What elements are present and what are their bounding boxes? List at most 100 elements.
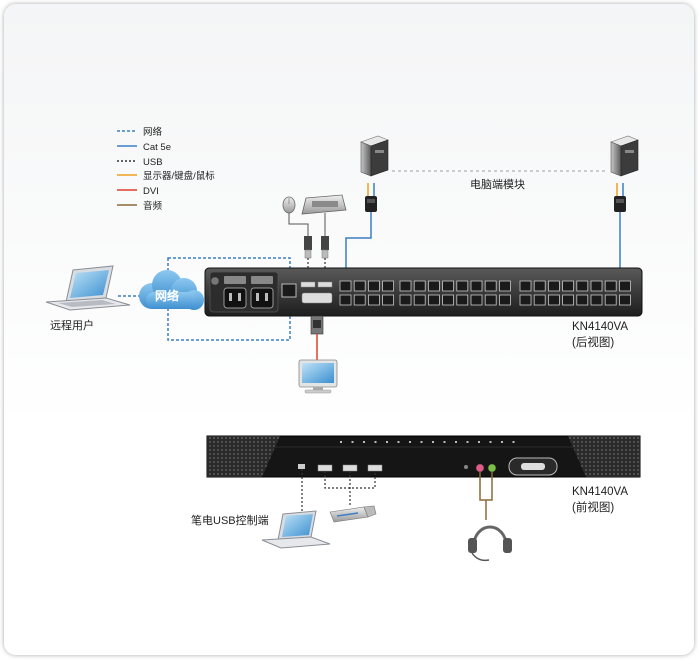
front-display-panel-icon bbox=[508, 457, 558, 476]
legend-item-dvi: DVI bbox=[117, 186, 159, 197]
dvi-connector-icon bbox=[310, 315, 324, 335]
usb-link-front-ports bbox=[324, 471, 376, 506]
network-link-box bbox=[167, 257, 291, 341]
pc-tower-left-icon bbox=[360, 135, 389, 177]
front-led bbox=[501, 441, 503, 443]
rj45-port bbox=[498, 294, 511, 306]
rj45-port bbox=[562, 294, 574, 306]
lan-port-icon bbox=[281, 283, 297, 298]
network-cloud-icon bbox=[139, 270, 204, 310]
rj45-port bbox=[339, 280, 352, 292]
usb-plug-keyboard-icon bbox=[321, 236, 329, 259]
legend-label-usb: USB bbox=[143, 157, 163, 168]
rj45-port bbox=[367, 294, 380, 306]
rj45-port bbox=[519, 280, 532, 292]
front-led bbox=[455, 441, 457, 443]
rj45-port bbox=[399, 280, 412, 292]
network-cloud-label: 网络 bbox=[155, 288, 179, 303]
rj45-port bbox=[470, 294, 483, 306]
dvi-port-icon bbox=[301, 292, 333, 304]
laptop-usb-console-icon bbox=[261, 510, 331, 549]
front-usb-mini-port-icon bbox=[298, 464, 305, 469]
front-led bbox=[363, 441, 365, 443]
rj45-port bbox=[484, 280, 497, 292]
front-led bbox=[351, 441, 354, 443]
remote-user-label: 远程用户 bbox=[50, 318, 94, 332]
front-usb-ports-icon bbox=[317, 464, 383, 472]
rj45-port bbox=[413, 294, 426, 306]
legend-label-dvi: DVI bbox=[143, 186, 159, 197]
rj45-port bbox=[382, 280, 395, 292]
rj45-port bbox=[604, 280, 617, 292]
headset-icon bbox=[468, 525, 512, 562]
rj45-port bbox=[590, 280, 603, 292]
cat5e-link-left bbox=[345, 212, 372, 270]
front-led bbox=[397, 441, 400, 443]
monitor-icon bbox=[298, 359, 338, 394]
computer-module-left-icon bbox=[365, 183, 377, 212]
power-socket-2-icon bbox=[250, 276, 274, 309]
front-led bbox=[466, 441, 469, 443]
front-led bbox=[420, 441, 423, 443]
front-led bbox=[374, 441, 377, 443]
rj45-port bbox=[484, 294, 497, 306]
rj45-port bbox=[413, 280, 426, 292]
rj45-port bbox=[382, 294, 395, 306]
front-led bbox=[489, 441, 492, 443]
legend-item-cat5e: Cat 5e bbox=[117, 142, 171, 153]
usb-flash-drive-icon bbox=[329, 505, 377, 523]
rj45-port bbox=[427, 294, 440, 306]
mouse-cable bbox=[288, 213, 309, 236]
legend-item-usb: USB bbox=[117, 157, 163, 168]
front-led bbox=[386, 441, 388, 443]
legend-label-audio: 音频 bbox=[143, 200, 163, 212]
rj45-port bbox=[548, 294, 560, 306]
front-led bbox=[340, 441, 342, 443]
front-led bbox=[512, 441, 515, 443]
rj45-port bbox=[533, 294, 546, 306]
rj45-port bbox=[442, 280, 455, 292]
front-led bbox=[478, 441, 480, 443]
rj45-port bbox=[604, 294, 617, 306]
rj45-port bbox=[548, 280, 560, 292]
rj45-port-bank bbox=[339, 280, 631, 306]
mouse-icon bbox=[282, 196, 296, 214]
front-model-label: KN4140VA bbox=[572, 486, 628, 498]
front-led bbox=[443, 441, 446, 443]
legend-item-audio: 音频 bbox=[117, 200, 163, 212]
audio-link bbox=[479, 472, 493, 520]
front-led bbox=[409, 441, 411, 443]
rj45-port bbox=[353, 294, 366, 306]
legend-label-cat5e: Cat 5e bbox=[143, 142, 171, 153]
kvm-front-chassis bbox=[206, 435, 641, 478]
rj45-port bbox=[339, 294, 352, 306]
rj45-port bbox=[619, 280, 631, 292]
pc-tower-right-icon bbox=[610, 135, 639, 177]
rj45-port bbox=[442, 294, 455, 306]
rj45-port bbox=[519, 294, 532, 306]
legend: 网络 Cat 5e USB 显示器/键盘/鼠标 DVI 音频 bbox=[117, 126, 215, 212]
computer-module-right-icon bbox=[614, 183, 626, 212]
front-led-row bbox=[340, 441, 515, 443]
front-view-label: (前视图) bbox=[572, 500, 614, 514]
rj45-port bbox=[470, 280, 483, 292]
rj45-port bbox=[576, 294, 589, 306]
rj45-port bbox=[353, 280, 366, 292]
rj45-port bbox=[498, 280, 511, 292]
diagram-frame bbox=[4, 4, 694, 655]
keyboard-icon bbox=[301, 194, 347, 215]
legend-item-monitor-kb-mouse: 显示器/键盘/鼠标 bbox=[117, 170, 215, 182]
rj45-port bbox=[367, 280, 380, 292]
front-led bbox=[432, 441, 434, 443]
rear-model-label: KN4140VA bbox=[572, 321, 628, 333]
usb-ports-rear-icon bbox=[300, 281, 333, 288]
rj45-port bbox=[456, 294, 469, 306]
rj45-port bbox=[399, 294, 412, 306]
rj45-port bbox=[619, 294, 631, 306]
rj45-port bbox=[456, 280, 469, 292]
rj45-port bbox=[590, 294, 603, 306]
computer-module-label: 电脑端模块 bbox=[470, 178, 525, 191]
rj45-port bbox=[576, 280, 589, 292]
rj45-port bbox=[533, 280, 546, 292]
